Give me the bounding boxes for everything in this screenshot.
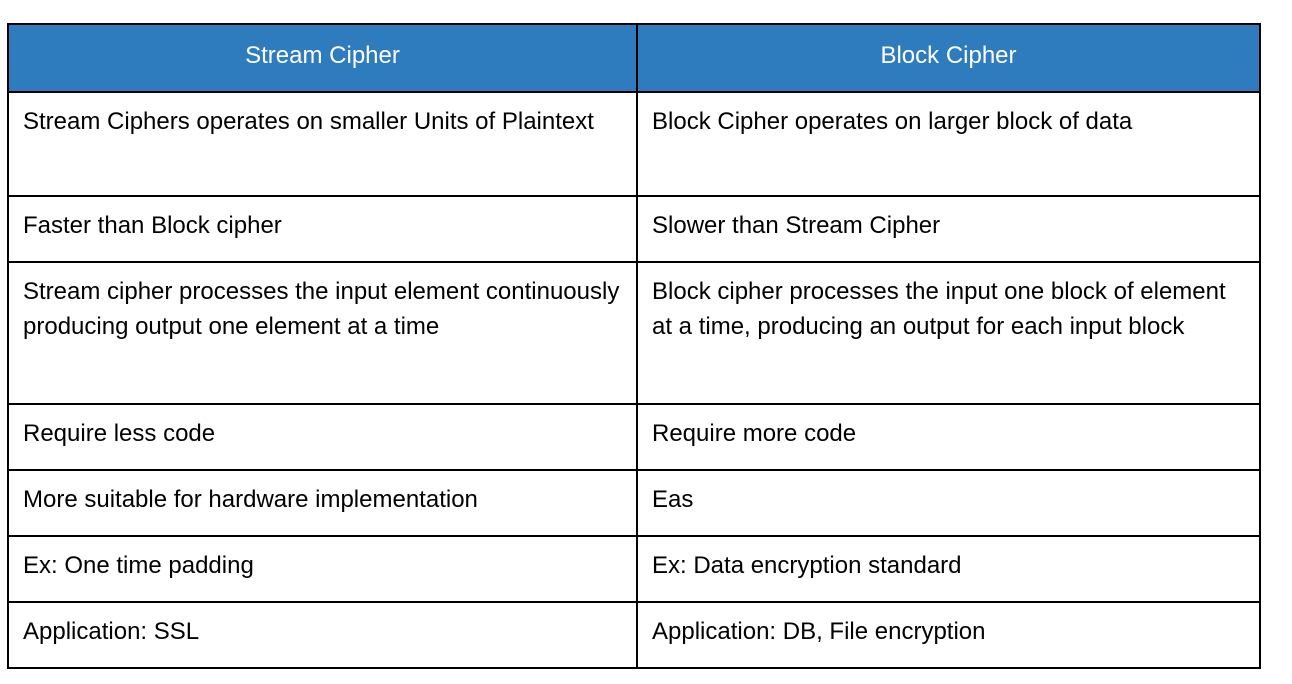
table-row: Require less code Require more code xyxy=(7,403,1261,471)
cell-block-cipher: Ex: Data encryption standard xyxy=(636,535,1261,603)
column-header-block-cipher: Block Cipher xyxy=(636,23,1261,93)
table-row: Stream Ciphers operates on smaller Units… xyxy=(7,91,1261,197)
table-body: Stream Ciphers operates on smaller Units… xyxy=(7,91,1261,669)
cell-block-cipher: Block cipher processes the input one blo… xyxy=(636,261,1261,405)
table-row: Ex: One time padding Ex: Data encryption… xyxy=(7,535,1261,603)
cell-block-cipher: Slower than Stream Cipher xyxy=(636,195,1261,263)
table-row: Faster than Block cipher Slower than Str… xyxy=(7,195,1261,263)
table-row: Stream cipher processes the input elemen… xyxy=(7,261,1261,405)
cell-stream-cipher: Require less code xyxy=(7,403,638,471)
cell-stream-cipher: Application: SSL xyxy=(7,601,638,669)
table-row: Application: SSL Application: DB, File e… xyxy=(7,601,1261,669)
table-header: Stream Cipher Block Cipher xyxy=(7,23,1261,93)
table-header-row: Stream Cipher Block Cipher xyxy=(7,23,1261,93)
cell-block-cipher: Application: DB, File encryption xyxy=(636,601,1261,669)
cell-stream-cipher: Ex: One time padding xyxy=(7,535,638,603)
cipher-comparison-table: Stream Cipher Block Cipher Stream Cipher… xyxy=(7,23,1261,669)
cell-stream-cipher: Stream cipher processes the input elemen… xyxy=(7,261,638,405)
column-header-stream-cipher: Stream Cipher xyxy=(7,23,638,93)
cell-block-cipher: Require more code xyxy=(636,403,1261,471)
cell-stream-cipher: More suitable for hardware implementatio… xyxy=(7,469,638,537)
table-row: More suitable for hardware implementatio… xyxy=(7,469,1261,537)
cell-block-cipher: Block Cipher operates on larger block of… xyxy=(636,91,1261,197)
cell-stream-cipher: Stream Ciphers operates on smaller Units… xyxy=(7,91,638,197)
cell-stream-cipher: Faster than Block cipher xyxy=(7,195,638,263)
cell-block-cipher: Eas xyxy=(636,469,1261,537)
